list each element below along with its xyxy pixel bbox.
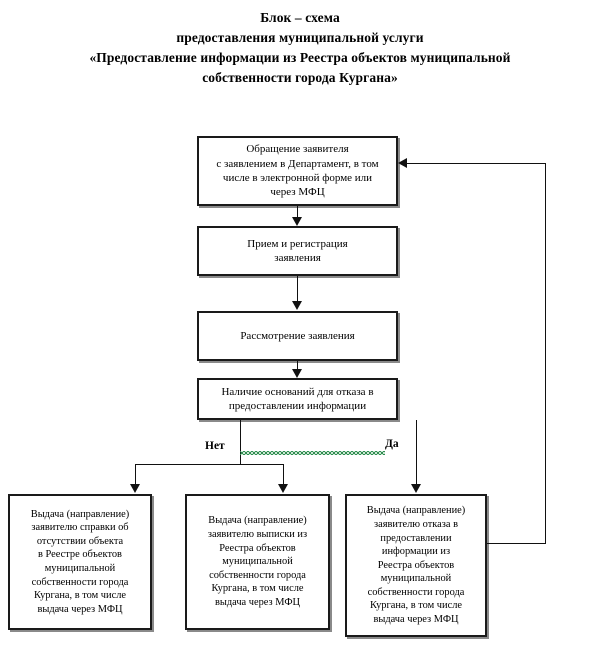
arrow-application-to-registration xyxy=(292,217,302,226)
branch-label-no: Нет xyxy=(205,440,225,452)
node-review-label: Рассмотрение заявления xyxy=(240,329,355,342)
connector-no-to-extract xyxy=(283,464,284,484)
outcome-extract[interactable]: Выдача (направление) заявителю выписки и… xyxy=(185,494,330,630)
feedback-segment-horizontal-bottom xyxy=(487,543,546,544)
branch-label-yes: Да xyxy=(385,438,399,450)
outcome-certificate-absence[interactable]: Выдача (направление) заявителю справки о… xyxy=(8,494,152,630)
connector-no-to-certificate-absence xyxy=(135,464,136,484)
feedback-segment-vertical xyxy=(545,163,546,544)
connector-registration-to-review xyxy=(297,276,298,301)
outcome-extract-label: Выдача (направление) заявителю выписки и… xyxy=(207,515,308,608)
node-application[interactable]: Обращение заявителя с заявлением в Депар… xyxy=(197,136,398,206)
outcome-refusal-label: Выдача (направление) заявителю отказа в … xyxy=(366,505,466,626)
connector-decision-yes-trunk xyxy=(416,420,417,484)
feedback-segment-horizontal-top xyxy=(400,163,546,164)
document-title: Блок – схема предоставления муниципально… xyxy=(0,8,600,88)
title-line-2: предоставления муниципальной услуги xyxy=(176,30,424,45)
title-line-3: «Предоставление информации из Реестра об… xyxy=(89,50,511,65)
arrow-registration-to-review xyxy=(292,301,302,310)
arrow-no-to-extract xyxy=(278,484,288,493)
connector-application-to-registration xyxy=(297,206,298,218)
connector-decision-no-trunk xyxy=(240,420,241,464)
title-line-1: Блок – схема xyxy=(260,10,340,25)
arrow-no-to-certificate-absence xyxy=(130,484,140,493)
node-review[interactable]: Рассмотрение заявления xyxy=(197,311,398,361)
node-registration-label: Прием и регистрация заявления xyxy=(247,237,348,264)
spellcheck-underline xyxy=(240,451,385,455)
node-decision-label: Наличие оснований для отказа в предостав… xyxy=(221,385,374,412)
outcome-certificate-absence-label: Выдача (направление) заявителю справки о… xyxy=(30,508,130,615)
connector-no-distributor xyxy=(135,464,284,465)
node-registration[interactable]: Прием и регистрация заявления xyxy=(197,226,398,276)
arrow-review-to-decision xyxy=(292,369,302,378)
arrow-yes-to-refusal xyxy=(411,484,421,493)
connector-review-to-decision xyxy=(297,361,298,369)
node-decision[interactable]: Наличие оснований для отказа в предостав… xyxy=(197,378,398,420)
node-application-label: Обращение заявителя с заявлением в Депар… xyxy=(216,143,379,199)
title-line-4: собственности города Кургана» xyxy=(202,70,398,85)
arrow-feedback-to-application xyxy=(398,158,407,168)
outcome-refusal[interactable]: Выдача (направление) заявителю отказа в … xyxy=(345,494,487,637)
